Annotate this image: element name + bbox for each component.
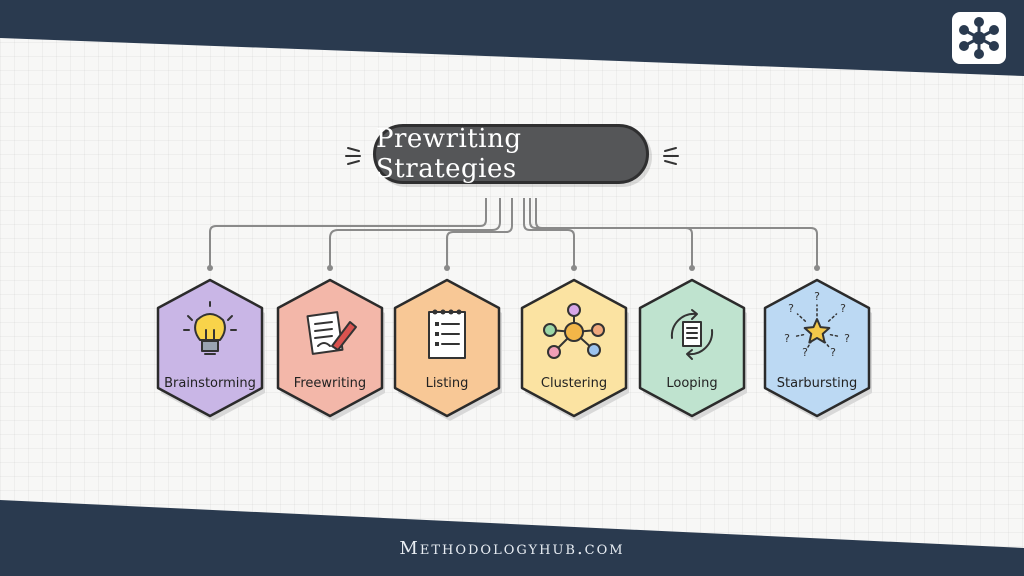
strategy-node-listing[interactable] [393, 278, 502, 421]
title-pill: Prewriting Strategies [373, 124, 649, 184]
svg-text:?: ? [802, 346, 808, 359]
notepad-list-icon [428, 309, 466, 359]
connector-endpoint [814, 265, 820, 271]
connector-endpoint [444, 265, 450, 271]
hex-shape [638, 278, 746, 418]
strategy-node-brainstorming[interactable] [156, 278, 265, 421]
svg-text:?: ? [784, 332, 790, 345]
strategy-node-looping[interactable] [638, 278, 747, 421]
strategy-label: Brainstorming [164, 376, 256, 391]
loop-document-icon [670, 309, 714, 360]
strategy-label: Freewriting [293, 376, 367, 391]
connector-starbursting [529, 198, 818, 266]
strategy-label: Looping [666, 376, 718, 391]
strategy-label: Starbursting [776, 376, 858, 391]
connector-lines [207, 198, 820, 271]
strategy-hexagons: ??????? [156, 278, 872, 421]
connector-endpoint [571, 265, 577, 271]
connector-endpoint [207, 265, 213, 271]
star-questions-icon: ??????? [784, 290, 850, 359]
svg-text:?: ? [814, 290, 820, 303]
strategy-node-clustering[interactable] [520, 278, 629, 421]
connector-freewriting [329, 198, 501, 266]
connector-endpoint [689, 265, 695, 271]
connector-listing [446, 198, 513, 266]
hex-shape [520, 278, 628, 418]
strategy-label: Listing [425, 376, 469, 391]
svg-text:?: ? [840, 302, 846, 315]
connector-clustering [523, 198, 575, 266]
logo[interactable] [952, 12, 1006, 64]
cluster-nodes-icon [543, 303, 605, 359]
svg-text:?: ? [788, 302, 794, 315]
network-hub-icon [959, 17, 999, 59]
title-sparkle-right [663, 147, 679, 165]
svg-text:?: ? [844, 332, 850, 345]
strategy-label: Clustering [540, 376, 608, 391]
diagram-title: Prewriting Strategies [376, 124, 522, 184]
hex-shape [763, 278, 871, 418]
lightbulb-icon [183, 301, 237, 355]
svg-text:?: ? [830, 346, 836, 359]
connector-looping [535, 198, 693, 266]
pen-paper-icon [306, 311, 357, 355]
connector-endpoint [327, 265, 333, 271]
strategy-node-starbursting[interactable]: ??????? [763, 278, 872, 421]
connector-brainstorming [209, 198, 487, 266]
strategy-node-freewriting[interactable] [276, 278, 385, 421]
footer-site-name[interactable]: Methodologyhub.com [399, 538, 625, 559]
title-sparkle-left [345, 147, 361, 165]
